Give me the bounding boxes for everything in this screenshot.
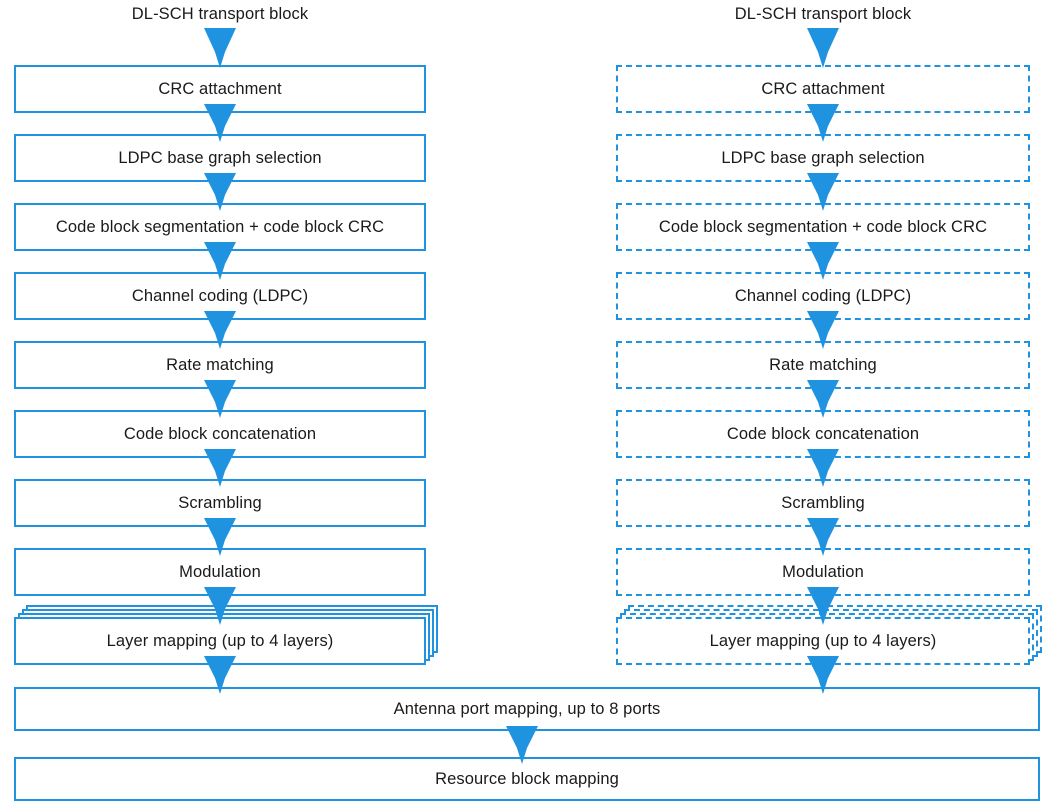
step-label: Layer mapping (up to 4 layers) [106, 631, 334, 650]
right-step-channel-coding[interactable]: Channel coding (LDPC) [616, 272, 1030, 320]
left-step-code-block-concatenation[interactable]: Code block concatenation [14, 410, 426, 458]
step-label: Scrambling [781, 493, 865, 512]
step-label: CRC attachment [761, 79, 885, 98]
step-label: Code block concatenation [726, 424, 920, 443]
right-step-rate-matching[interactable]: Rate matching [616, 341, 1030, 389]
right-step-ldpc-base-graph-selection[interactable]: LDPC base graph selection [616, 134, 1030, 182]
step-label: Rate matching [769, 355, 877, 374]
step-label: Modulation [782, 562, 864, 581]
step-label: Antenna port mapping, up to 8 ports [393, 699, 661, 718]
step-label: Layer mapping (up to 4 layers) [709, 631, 937, 650]
right-step-code-block-concatenation[interactable]: Code block concatenation [616, 410, 1030, 458]
left-step-layer-mapping[interactable]: Layer mapping (up to 4 layers) [14, 617, 426, 665]
right-step-layer-mapping[interactable]: Layer mapping (up to 4 layers) [616, 617, 1030, 665]
step-label: CRC attachment [158, 79, 282, 98]
step-label: LDPC base graph selection [118, 148, 322, 167]
right-step-code-block-segmentation[interactable]: Code block segmentation + code block CRC [616, 203, 1030, 251]
step-label: Code block concatenation [123, 424, 317, 443]
step-label: Resource block mapping [435, 769, 619, 788]
left-step-scrambling[interactable]: Scrambling [14, 479, 426, 527]
right-step-crc-attachment[interactable]: CRC attachment [616, 65, 1030, 113]
right-step-modulation[interactable]: Modulation [616, 548, 1030, 596]
left-chain-title: DL-SCH transport block [131, 5, 309, 23]
left-step-channel-coding[interactable]: Channel coding (LDPC) [14, 272, 426, 320]
step-label: Rate matching [166, 355, 274, 374]
step-label: Code block segmentation + code block CRC [55, 217, 385, 236]
arrow-down-icon [204, 28, 236, 68]
left-step-ldpc-base-graph-selection[interactable]: LDPC base graph selection [14, 134, 426, 182]
step-label: Modulation [179, 562, 261, 581]
right-step-scrambling[interactable]: Scrambling [616, 479, 1030, 527]
left-step-crc-attachment[interactable]: CRC attachment [14, 65, 426, 113]
left-step-code-block-segmentation[interactable]: Code block segmentation + code block CRC [14, 203, 426, 251]
step-label: Code block segmentation + code block CRC [658, 217, 988, 236]
left-step-modulation[interactable]: Modulation [14, 548, 426, 596]
shared-step-resource-block-mapping[interactable]: Resource block mapping [14, 757, 1040, 801]
left-step-rate-matching[interactable]: Rate matching [14, 341, 426, 389]
step-label: LDPC base graph selection [721, 148, 925, 167]
step-label: Scrambling [178, 493, 262, 512]
step-label: Channel coding (LDPC) [734, 286, 912, 305]
step-label: Channel coding (LDPC) [131, 286, 309, 305]
arrow-down-icon [807, 28, 839, 68]
shared-step-antenna-port-mapping[interactable]: Antenna port mapping, up to 8 ports [14, 687, 1040, 731]
right-chain-title: DL-SCH transport block [734, 5, 912, 23]
